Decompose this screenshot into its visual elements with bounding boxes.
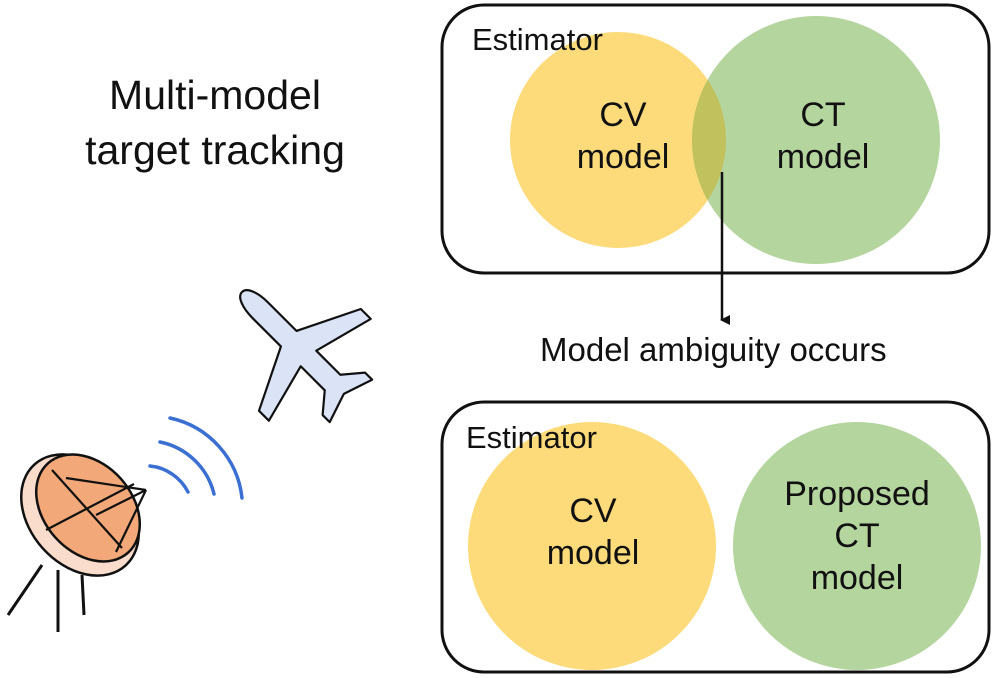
top-cv-label: CV model (548, 94, 698, 178)
top-cv-circle (510, 32, 726, 248)
signal-waves-icon (148, 416, 244, 500)
bottom-estimator-label: Estimator (466, 420, 597, 455)
top-cv-label-line-2: model (576, 138, 670, 176)
title-line-1: Multi-model (109, 72, 321, 118)
diagram-title: Multi-model target tracking (20, 68, 410, 178)
bottom-ct-label-line-3: model (810, 559, 904, 597)
bottom-ct-label: Proposed CT model (772, 473, 942, 599)
bottom-cv-label-line-2: model (546, 534, 640, 572)
radar-dish-icon (6, 453, 147, 632)
airplane-icon (239, 289, 374, 424)
bottom-ct-label-line-2: CT (834, 517, 880, 555)
bottom-ct-label-line-1: Proposed (784, 475, 930, 513)
top-ct-label-line-1: CT (800, 96, 846, 134)
bottom-cv-circle (468, 422, 716, 670)
bottom-cv-label-line-1: CV (569, 492, 617, 530)
top-estimator-box (440, 3, 991, 275)
top-ct-circle (692, 16, 940, 264)
bottom-estimator-box (440, 400, 991, 674)
model-ambiguity-text: Model ambiguity occurs (540, 331, 887, 368)
top-cv-label-line-1: CV (599, 96, 647, 134)
title-line-2: target tracking (85, 127, 345, 173)
top-ct-label: CT model (748, 94, 898, 178)
top-ct-label-line-2: model (776, 138, 870, 176)
top-estimator-label: Estimator (472, 22, 603, 57)
bottom-ct-circle (733, 422, 981, 670)
bottom-cv-label: CV model (518, 490, 668, 574)
